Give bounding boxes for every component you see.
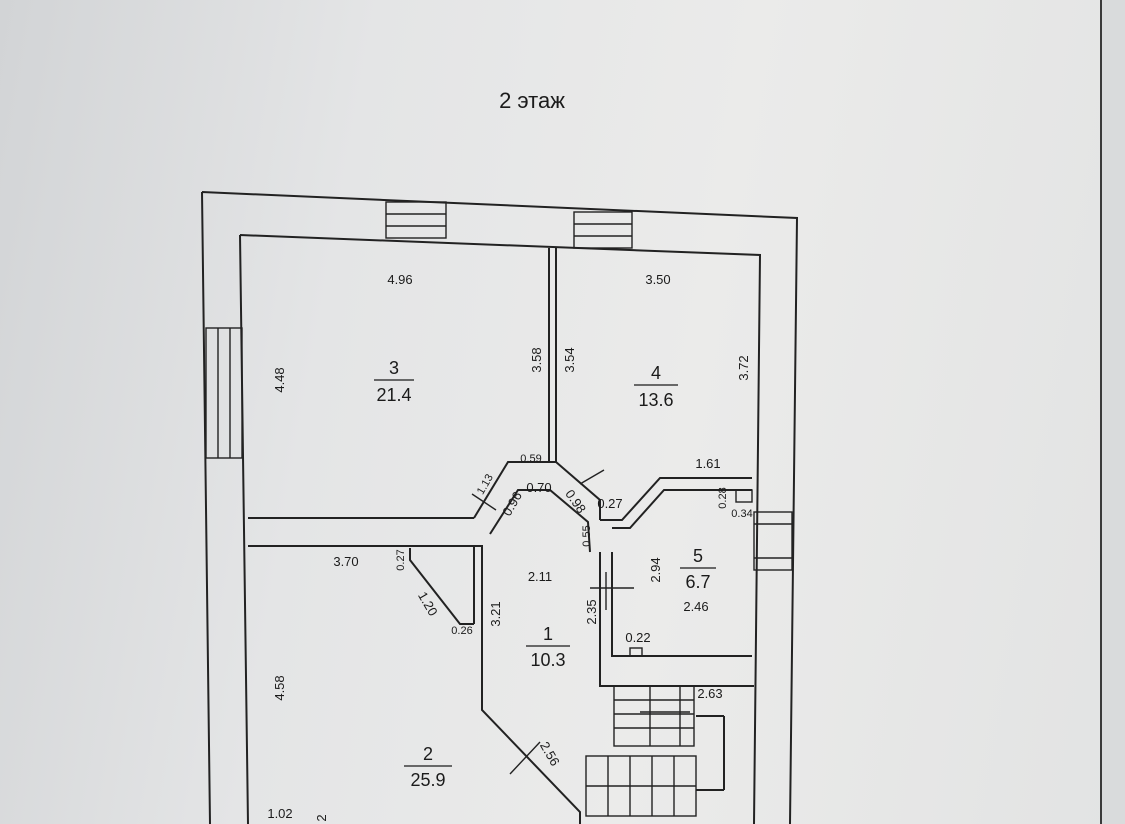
room-3-label: 3 21.4 xyxy=(374,358,414,405)
room-4-label: 4 13.6 xyxy=(634,363,678,410)
dim-r3-height: 4.48 xyxy=(272,367,287,392)
dim-r4-width: 3.50 xyxy=(645,272,670,287)
dim-r2-height: 4.58 xyxy=(272,675,287,700)
tick-hall-left xyxy=(471,493,497,511)
dim-edge-2: 2 xyxy=(314,814,329,821)
room-5-number: 5 xyxy=(693,546,703,566)
room-4-number: 4 xyxy=(651,363,661,383)
tick-hall-bottom xyxy=(509,741,541,775)
dim-r2-width: 3.70 xyxy=(333,554,358,569)
room-5-label: 5 6.7 xyxy=(680,546,716,592)
room-5-area: 6.7 xyxy=(685,572,710,592)
dim-r2-026: 0.26 xyxy=(451,625,472,637)
room5-walls xyxy=(599,477,754,687)
window-top-right xyxy=(573,211,633,249)
room2-walls xyxy=(409,546,475,625)
dim-r5-028: 0.28 xyxy=(717,487,729,508)
dim-hall-098: 0.98 xyxy=(562,487,589,516)
dim-r1-235: 2.35 xyxy=(584,599,599,624)
hall-walls xyxy=(473,461,601,824)
outer-wall xyxy=(201,191,799,824)
room-1-label: 1 10.3 xyxy=(526,624,570,670)
dim-r3-partition: 3.58 xyxy=(529,347,544,372)
dim-r4-height: 3.72 xyxy=(736,355,751,380)
window-top-left xyxy=(385,201,447,239)
floor-title: 2 этаж xyxy=(499,88,565,113)
room-3-area: 21.4 xyxy=(376,385,411,405)
room-1-number: 1 xyxy=(543,624,553,644)
room-1-area: 10.3 xyxy=(530,650,565,670)
dim-r4-partition: 3.54 xyxy=(562,347,577,372)
dim-r2-102: 1.02 xyxy=(267,806,292,821)
dim-hall-096: 0.96 xyxy=(499,489,525,518)
dim-hall-059: 0.59 xyxy=(520,453,541,465)
inner-wall-face xyxy=(239,234,762,824)
wall-room3-bottom xyxy=(248,517,474,547)
dim-hall-027: 0.27 xyxy=(597,496,622,511)
dim-r5-width: 2.46 xyxy=(683,599,708,614)
dim-hall-113: 1.13 xyxy=(475,472,496,497)
dim-r5-022: 0.22 xyxy=(625,630,650,645)
dim-r5-161: 1.61 xyxy=(695,456,720,471)
window-right xyxy=(753,511,793,571)
tick-hall-right xyxy=(579,469,605,485)
room-3-number: 3 xyxy=(389,358,399,378)
page-edge xyxy=(1100,0,1125,824)
dim-r2-027: 0.27 xyxy=(395,549,407,570)
room5-column xyxy=(629,647,643,657)
room-4-area: 13.6 xyxy=(638,390,673,410)
dim-r5-height: 2.94 xyxy=(648,557,663,582)
room-2-area: 25.9 xyxy=(410,770,445,790)
dim-hall-070: 0.70 xyxy=(526,480,551,495)
dim-r3-width: 4.96 xyxy=(387,272,412,287)
dim-r5-034: 0.34 xyxy=(731,508,752,520)
partition-3-4 xyxy=(548,248,557,462)
dim-r1-256: 2.56 xyxy=(537,739,563,768)
dim-hall-055: 0.55 xyxy=(581,525,593,546)
room5-niche xyxy=(735,489,753,503)
window-left xyxy=(205,327,243,459)
dim-stair-263: 2.63 xyxy=(697,686,722,701)
room-2-label: 2 25.9 xyxy=(404,744,452,790)
dim-r1-321: 3.21 xyxy=(488,601,503,626)
room-2-number: 2 xyxy=(423,744,433,764)
dim-r1-211: 2.11 xyxy=(528,569,552,584)
staircase xyxy=(585,685,725,817)
